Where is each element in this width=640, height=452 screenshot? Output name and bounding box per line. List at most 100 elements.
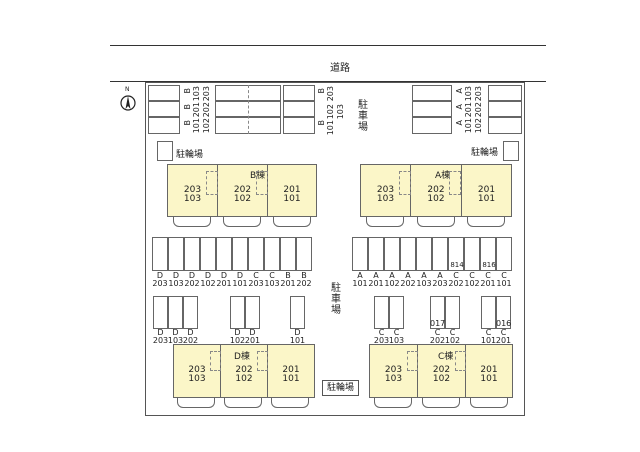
parking-slot [496,296,511,329]
entrance [271,398,309,408]
unit-upper: 202 [427,185,445,195]
parking-slot [464,237,480,271]
unit-upper: 203 [376,185,395,195]
slot-number: 202 [400,279,416,288]
stairs [257,351,268,371]
slot-number: 203 [474,86,483,102]
parking-slot-top [283,101,315,117]
unit-upper: 203 [183,185,202,195]
slot-number: 101 [496,279,512,288]
parking-slot [200,237,216,271]
slot-number: 201 [192,102,201,118]
parking-slot [290,296,305,329]
parking-label-mid: 駐 車 場 [330,283,342,316]
slot-letter: A [421,271,427,280]
unit-upper: 201 [477,185,496,195]
unit-lower: 103 [188,374,206,384]
parking-slot-top [283,117,315,134]
slot-letter: D [188,271,196,280]
slot-number: 203 [152,336,169,345]
slot-number: 201 [464,102,473,118]
parking-slot [481,296,496,329]
parking-slot [296,237,312,271]
slot-number: 103 [464,86,473,102]
slot-letter: D [172,328,179,337]
slot-letter: D [249,328,256,337]
entrance [374,398,412,408]
parking-char: 駐 [331,283,341,294]
parking-slot [232,237,248,271]
parking-slot-top [488,85,522,101]
slot-letter: B [317,88,326,94]
parking-slot [448,237,464,271]
slot-letter: D [172,271,180,280]
slot-number: 101 [232,279,248,288]
parking-slot-top [283,85,315,101]
slot-letter: A [455,104,464,110]
parking-divider [248,85,250,134]
slot-letter: D [157,328,164,337]
slot-letter: B [301,271,307,280]
unit-upper: 201 [283,185,301,195]
unit-lower: 101 [477,194,496,204]
slot-letter: B [183,88,192,94]
stairs [455,351,466,371]
slot-letter: D [156,271,164,280]
unit-lower: 102 [235,374,253,384]
entrance [470,398,508,408]
slot-number: 101 [352,279,368,288]
unit: 201 101 [462,165,512,216]
slot-letter: A [357,271,363,280]
unit: 201 101 [466,345,513,397]
parking-slot [432,237,448,271]
slot-number: 202 [474,102,483,118]
slot-number: 201 [368,279,384,288]
unit-lower: 101 [282,374,300,384]
slot-number: 203 [326,86,335,102]
parking-slot [400,237,416,271]
unit-lower: 102 [233,194,252,204]
slot-number: 101 [289,336,306,345]
parking-slot-top [488,117,522,134]
slot-number: 103 [168,279,184,288]
slot-letter: A [405,271,411,280]
slot-number: 102 [326,104,335,120]
parking-slot [184,237,200,271]
parking-slot [168,237,184,271]
building-name: A棟 [435,171,451,181]
slot-letter: C [434,328,441,337]
slot-number: 103 [264,279,280,288]
slot-number: 103 [192,86,201,102]
parking-slot [430,296,445,329]
unit-upper: 201 [480,365,498,375]
parking-char: 車 [358,111,368,122]
slot-mark: 816 [482,261,496,269]
unit: 202 102 [418,345,466,397]
slot-letter: B [183,104,192,110]
parking-slot-top [412,85,452,101]
parking-slot-top [412,101,452,117]
unit-upper: 201 [282,365,300,375]
slot-letter: A [455,120,464,126]
slot-number: 202 [182,336,199,345]
unit: 202 102 [221,345,268,397]
slot-number: 101 [192,118,201,134]
slot-letter: D [236,271,244,280]
slot-letter: B [317,120,326,126]
slot-letter: C [393,328,400,337]
entrance [422,398,460,408]
road-line-top [110,45,546,46]
parking-char: 駐 [358,100,368,111]
parking-slot [152,237,168,271]
parking-slot [416,237,432,271]
slot-number: 101 [326,120,335,136]
parking-slot [384,237,400,271]
unit-lower: 103 [384,374,403,384]
unit: 203 103 [174,345,221,397]
slot-number: 202 [184,279,200,288]
parking-slot [496,237,512,271]
road-line-bottom [110,81,546,82]
bicycle-rack [503,141,519,161]
parking-char: 場 [331,305,341,316]
